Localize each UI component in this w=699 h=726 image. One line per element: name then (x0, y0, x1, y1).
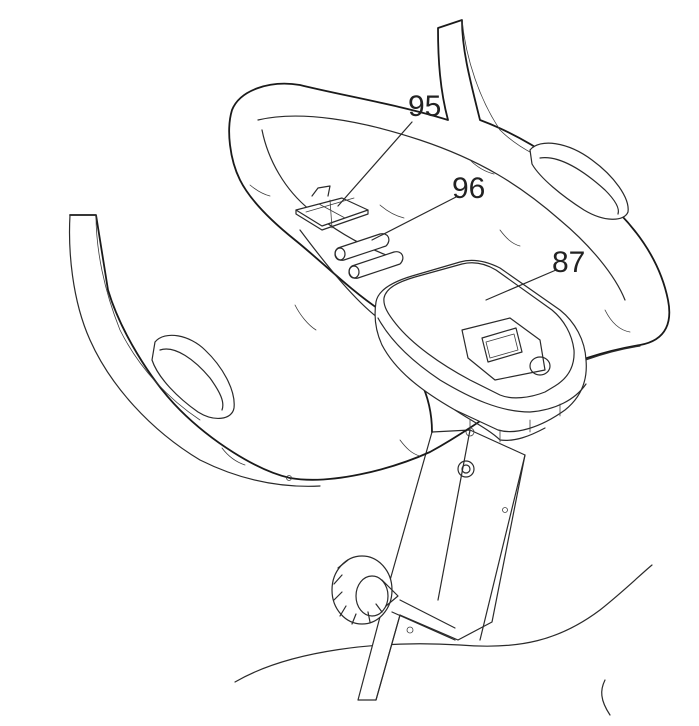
leader-96 (371, 195, 459, 241)
callout-87: 87 (552, 246, 585, 279)
leader-95 (337, 121, 413, 207)
callout-95: 95 (408, 90, 441, 123)
battery-cover (295, 185, 369, 231)
handlebar-frame (68, 19, 671, 487)
adjustment-knob (331, 555, 399, 625)
leader-87 (485, 269, 557, 301)
right-pulse-grip (529, 142, 629, 220)
console (374, 259, 587, 443)
batteries (334, 233, 404, 279)
left-pulse-grip (151, 334, 235, 419)
frame-curves (234, 564, 653, 716)
leader-lines (337, 121, 557, 301)
handlebar-post (357, 427, 526, 701)
callout-96: 96 (452, 172, 485, 205)
